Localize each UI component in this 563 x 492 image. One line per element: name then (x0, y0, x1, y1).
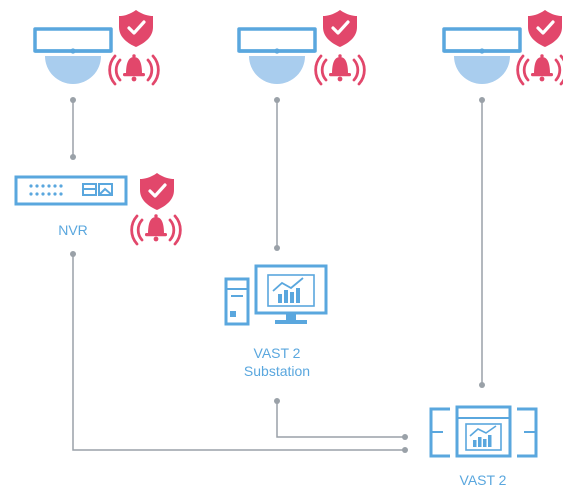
workstation-icon (224, 264, 328, 326)
camera-icon (237, 27, 317, 86)
connector-dots (70, 97, 485, 453)
alarm-bell-icon (516, 52, 563, 86)
alarm-bell-icon (130, 212, 182, 246)
shield-check-icon (526, 8, 563, 49)
camera-icon (442, 27, 522, 86)
nvr-recorder-icon (14, 175, 128, 206)
camera-icon (33, 27, 113, 86)
shield-check-icon (117, 8, 155, 49)
nvr-label: NVR (58, 222, 88, 238)
shield-check-icon (138, 171, 176, 212)
connector-lines (72, 100, 483, 451)
shield-check-icon (321, 8, 359, 49)
substation-label-line1: VAST 2 (253, 345, 301, 361)
alarm-bell-icon (108, 52, 160, 86)
server-label: VAST 2 (459, 472, 507, 488)
substation-label-line2: Substation (243, 363, 311, 379)
alarm-bell-icon (314, 52, 366, 86)
server-icon (429, 405, 538, 458)
